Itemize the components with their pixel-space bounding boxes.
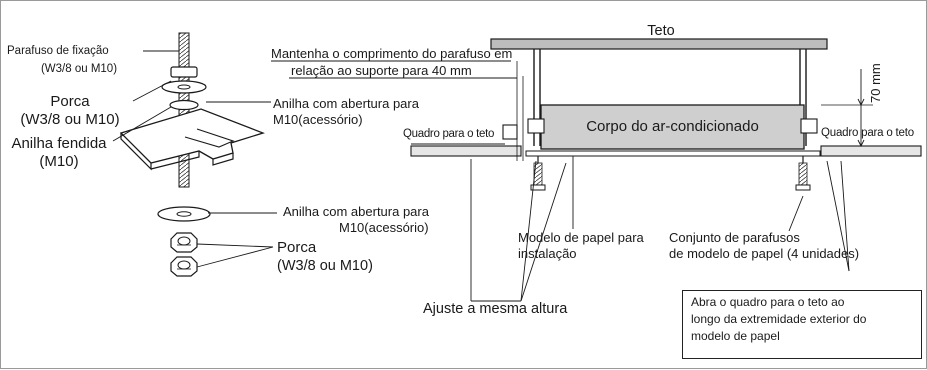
open-frame-line-2: longo da extremidade exterior do [691, 312, 867, 326]
bottom-nut-1 [170, 232, 198, 253]
paper-template-label: Modelo de papel para [518, 230, 644, 245]
nut-bottom-label: Porca [277, 239, 317, 256]
screw-spec-label: (W3/8 ou M10) [40, 63, 118, 75]
unit-body-shape [540, 104, 805, 150]
nut-label: Porca [50, 93, 90, 110]
paper-template-shape [525, 150, 821, 157]
ceiling-installation [410, 38, 922, 191]
screw-set-label: Conjunto de parafusos [669, 230, 800, 245]
dimension-label: 70 mm [868, 63, 883, 103]
ceiling-frame-left-shape [410, 145, 522, 157]
washer-bottom-spec-label: M10(acessório) [339, 220, 429, 235]
right-leader-lines [271, 60, 850, 302]
ceiling-slab [490, 38, 828, 50]
ceiling-frame-right-shape [820, 145, 922, 157]
split-washer-spec-label: (M10) [39, 153, 79, 170]
same-height-label: Ajuste a mesma altura [423, 301, 568, 317]
bottom-nut-2 [170, 256, 198, 277]
ceiling-frame-left-label: Quadro para o teto [403, 128, 495, 140]
nut-bottom-spec-label: (W3/8 ou M10) [277, 258, 373, 274]
open-frame-note: Abra o quadro para o teto ao longo da ex… [682, 290, 922, 359]
template-screw-right [795, 156, 811, 191]
template-screw-left [530, 156, 546, 191]
bolt-note-line-1: Mantenha o comprimento do parafuso em [271, 46, 513, 61]
screw-set-label-2: de modelo de papel (4 unidades) [669, 246, 860, 261]
ceiling-frame-right-label: Quadro para o teto [821, 127, 914, 139]
split-washer-shape [169, 99, 199, 111]
split-washer-label: Anilha fendida [11, 135, 107, 152]
paper-template-label-2: instalação [518, 246, 577, 261]
hanging-bolt-assembly [119, 32, 265, 277]
washer-top-spec-label: M10(acessório) [273, 112, 363, 127]
screw-label: Parafuso de fixação [7, 45, 109, 57]
open-frame-line-1: Abra o quadro para o teto ao [691, 295, 845, 309]
nut-spec-label: (W3/8 ou M10) [20, 111, 120, 128]
washer-top-label: Anilha com abertura para [273, 96, 419, 111]
unit-body-label: Corpo do ar-condicionado [586, 118, 759, 135]
bracket-plate [119, 108, 265, 164]
threaded-rod-top [178, 32, 190, 126]
open-frame-line-3: modelo de papel [691, 329, 780, 343]
left-leader-lines [112, 50, 277, 268]
top-nut [170, 66, 198, 78]
bolt-note-line-2: relação ao suporte para 40 mm [291, 63, 472, 78]
washer-bottom-label: Anilha com abertura para [283, 204, 429, 219]
ceiling-label: Teto [647, 23, 675, 39]
